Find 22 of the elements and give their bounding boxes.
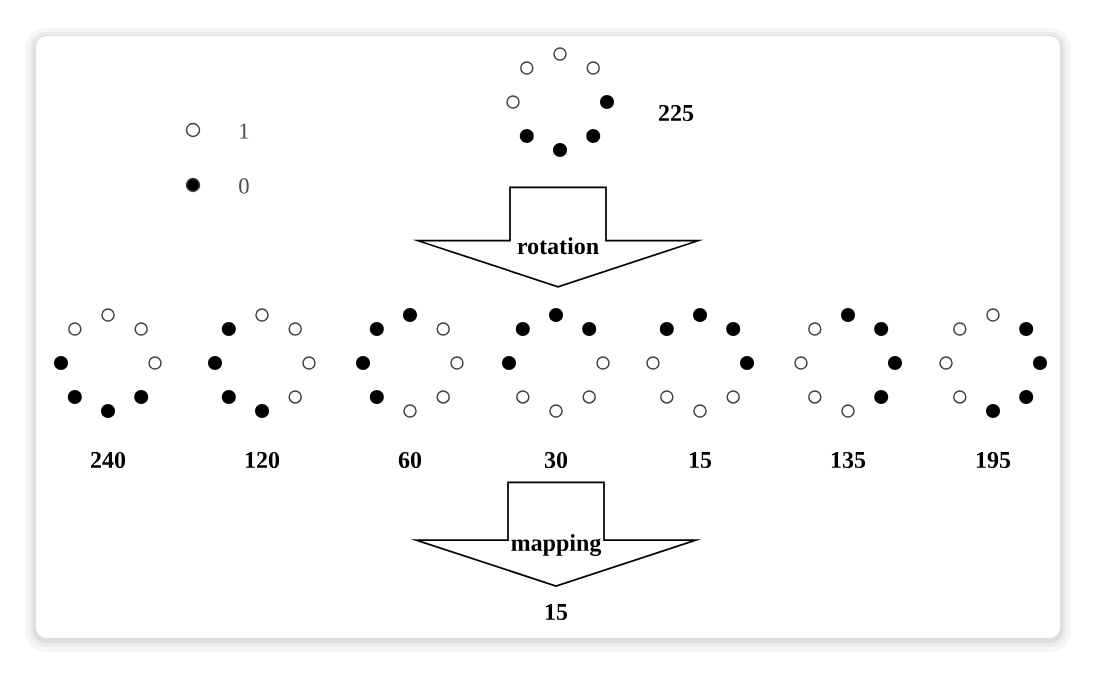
value-label: 225	[659, 104, 694, 122]
value-label: 135	[831, 451, 866, 469]
value-label: 15	[689, 451, 712, 469]
legend-label: 1	[240, 123, 249, 139]
dot-ring-drawing	[646, 308, 754, 418]
dot-ring-drawing	[939, 308, 1047, 418]
dot-ring-drawing	[208, 308, 316, 418]
dot-ring-drawing	[506, 47, 614, 157]
value-label: 60	[398, 451, 422, 469]
edge-label: mapping	[509, 532, 603, 558]
result-value: 15	[545, 603, 568, 621]
block-arrow	[410, 481, 702, 587]
value-label: 240	[91, 451, 126, 469]
dot-ring-drawing	[502, 308, 610, 418]
value-label: 195	[976, 451, 1011, 469]
dot-ring-drawing	[794, 308, 902, 418]
dot-ring-drawing	[356, 308, 464, 418]
value-label: 30	[544, 451, 568, 469]
dot-ring-drawing	[54, 308, 162, 418]
legend-label: 0	[239, 178, 249, 194]
block-arrow	[412, 186, 704, 288]
value-label: 120	[245, 451, 280, 469]
